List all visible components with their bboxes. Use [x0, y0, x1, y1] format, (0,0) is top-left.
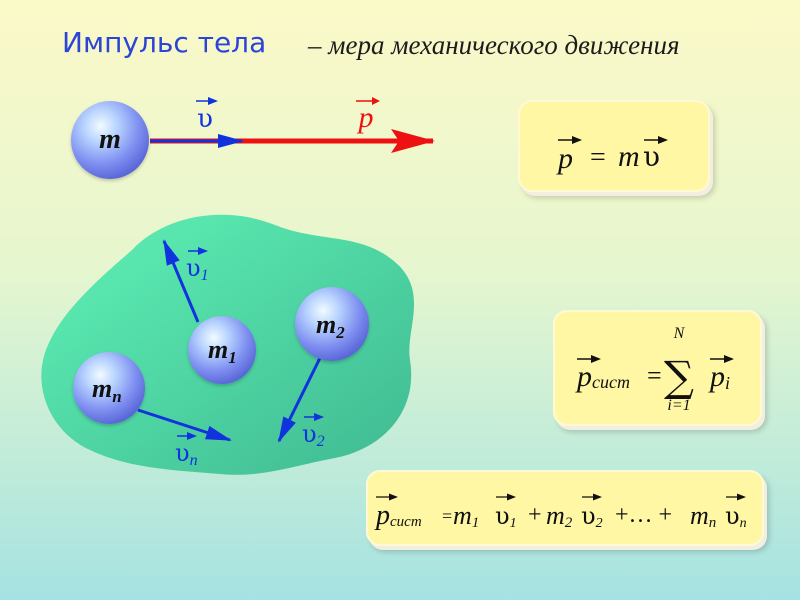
body-sphere	[71, 101, 149, 179]
system-diagram: m1 m2 mn υ1 υ2 υn	[41, 214, 415, 475]
sum-upper-limit: N	[673, 325, 686, 342]
formula-momentum: p = m υ	[556, 136, 668, 175]
exp-term2-mass: m2	[546, 501, 573, 531]
momentum-label-arrowhead	[372, 97, 380, 105]
momentum-label: p	[357, 101, 374, 134]
formula-equals: =	[590, 142, 606, 173]
formula-card-expanded: pсист = m1 υ1 + m2 υ2 +… + mn υn	[366, 470, 764, 546]
exp-lhs: pсист	[374, 500, 422, 531]
exp-term1-velocity: υ1	[495, 502, 517, 531]
formula-card-sum: pсист = N ∑ i=1 pi	[553, 310, 762, 426]
exp-ellipsis: +… +	[615, 502, 672, 528]
velocity-n-label: υn	[175, 439, 198, 469]
sum-term: pi	[708, 360, 730, 393]
formula-velocity: υ	[643, 140, 660, 173]
sum-equals: =	[647, 361, 662, 390]
body-1-label: m1	[208, 335, 237, 367]
body-n-sphere	[73, 352, 145, 424]
formula-expanded: pсист = m1 υ1 + m2 υ2 +… + mn υn	[374, 493, 747, 531]
sum-lhs: pсист	[575, 360, 630, 393]
body-1-sphere	[188, 316, 256, 384]
body-2-sphere	[295, 287, 369, 361]
formula-mass: m	[618, 140, 640, 173]
exp-termn-mass: mn	[690, 501, 716, 531]
sum-symbol: ∑	[664, 352, 694, 401]
velocity-n-arrow	[137, 408, 232, 442]
exp-plus-1: +	[528, 502, 542, 528]
body-2-label: m2	[316, 310, 345, 342]
sum-lower-limit: i=1	[667, 397, 690, 414]
body-n-label: mn	[92, 374, 122, 406]
velocity-label: υ	[197, 104, 213, 134]
exp-equals: =	[442, 506, 452, 526]
mass-label: m	[99, 124, 121, 155]
slide-subtitle: – мера механического движения	[308, 30, 680, 60]
exp-term1-mass: m1	[453, 501, 479, 531]
velocity-1-arrow	[162, 239, 200, 323]
formula-sum: pсист = N ∑ i=1 pi	[575, 325, 734, 414]
formula-lhs: p	[556, 142, 573, 175]
slide-title: Импульс тела	[62, 26, 267, 59]
velocity-2-label: υ2	[302, 420, 325, 450]
single-body-diagram: m υ p	[71, 97, 435, 179]
exp-term2-velocity: υ2	[581, 502, 603, 531]
formula-card-momentum: p = m υ	[518, 100, 710, 192]
velocity-1-label: υ1	[186, 254, 209, 284]
velocity-2-arrow	[277, 357, 322, 443]
exp-termn-velocity: υn	[725, 502, 747, 531]
